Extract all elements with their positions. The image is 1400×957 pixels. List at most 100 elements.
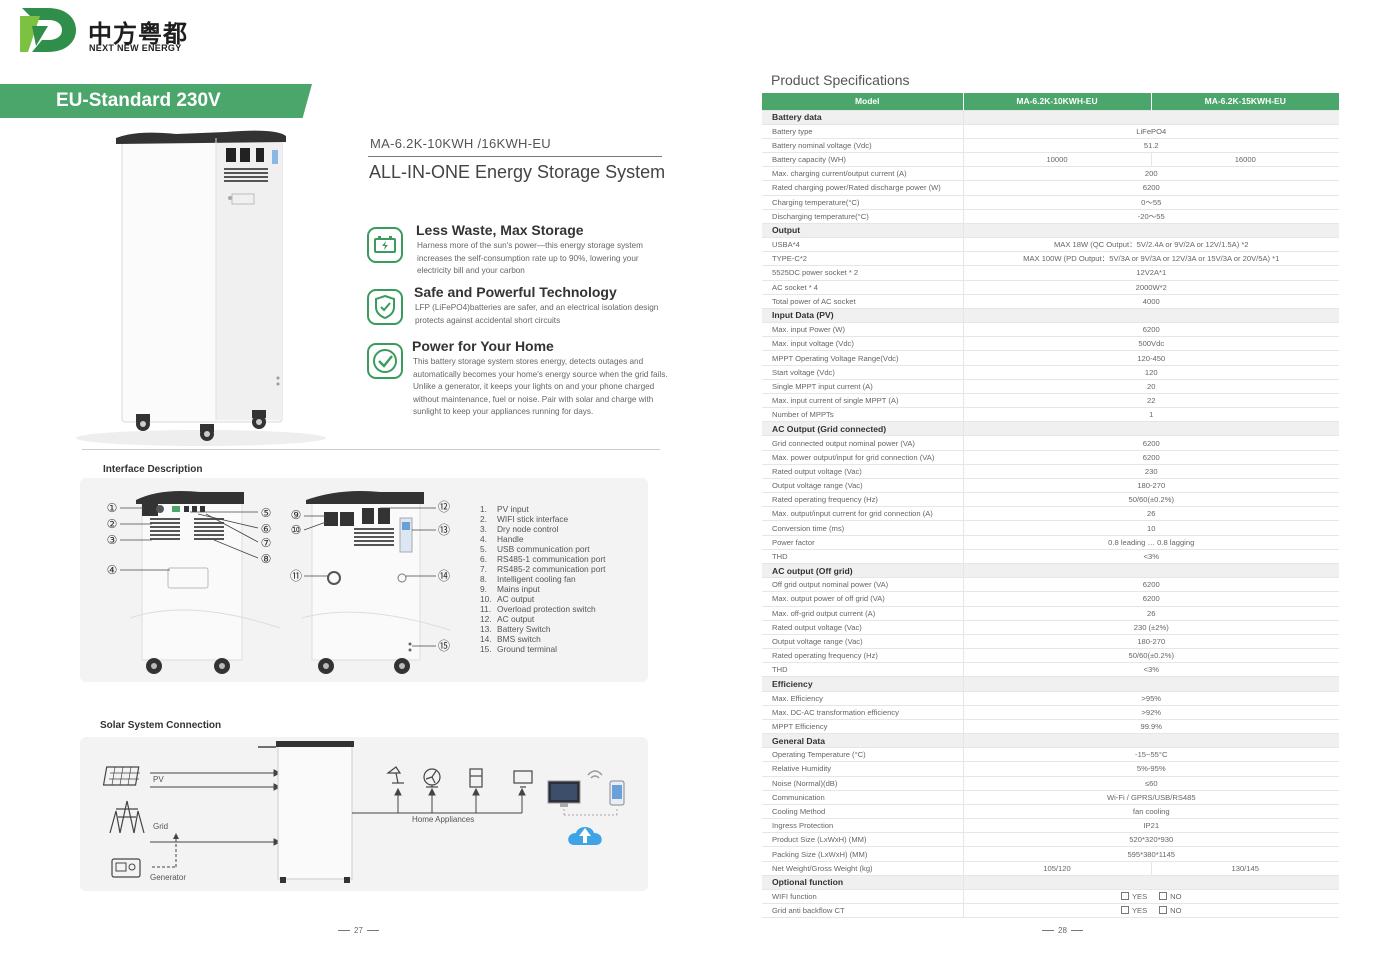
spec-option-cell: YES NO xyxy=(962,889,1339,905)
spec-value: -20～55 xyxy=(962,209,1339,224)
spec-section-title: Optional function xyxy=(762,875,963,890)
marker-12: ⑫ xyxy=(438,500,450,514)
spec-label: Total power of AC socket xyxy=(762,294,963,309)
model-header: Model xyxy=(762,93,963,111)
spec-label: TYPE-C*2 xyxy=(762,251,963,267)
spec-label: Packing Size (LxWxH) (MM) xyxy=(762,846,963,862)
marker-1: ① xyxy=(107,501,118,515)
spec-value: 500Vdc xyxy=(962,336,1339,352)
spec-label: WIFI function xyxy=(762,889,963,905)
spec-label: Max. output/input current for grid conne… xyxy=(762,506,963,522)
spec-value: 12V2A*1 xyxy=(962,265,1339,281)
wifi-icon xyxy=(587,770,603,779)
no-checkbox[interactable] xyxy=(1159,892,1168,901)
marker-14: ⑭ xyxy=(438,569,450,583)
list-item: 15.Ground terminal xyxy=(480,644,558,654)
lamp-icon xyxy=(386,766,404,784)
feature-text: LFP (LiFePO4)batteries are safer, and an… xyxy=(415,303,659,325)
solar-panel-icon xyxy=(102,766,140,786)
product-title: ALL-IN-ONE Energy Storage System xyxy=(369,162,666,182)
spec-table: Model MA-6.2K-10KWH-EU MA-6.2K-15KWH-EU … xyxy=(762,93,1339,919)
list-item: 1.PV input xyxy=(480,504,529,514)
solar-title: Solar System Connection xyxy=(100,720,222,731)
yes-label: YES xyxy=(1131,892,1148,902)
spec-value: 6200 xyxy=(962,435,1339,451)
spec-section-row: Optional function xyxy=(762,875,1339,890)
spec-section-spacer xyxy=(962,110,1339,125)
list-item: 7.RS485-2 communication port xyxy=(480,564,606,574)
spec-label: Grid anti backflow CT xyxy=(762,903,963,919)
spec-value: 5%-95% xyxy=(962,761,1339,777)
no-checkbox[interactable] xyxy=(1159,906,1168,915)
tv-icon xyxy=(513,770,533,788)
feature-text: This battery storage system stores energ… xyxy=(413,357,668,416)
spec-section-spacer xyxy=(962,875,1339,890)
list-item: 4.Handle xyxy=(480,534,524,544)
spec-row: Conversion time (ms)10 xyxy=(762,520,1339,536)
yes-option[interactable]: YES xyxy=(1120,892,1148,902)
spec-label: Max. off-grid output current (A) xyxy=(762,606,963,621)
spec-row: Product Size (LxWxH) (MM)520*320*930 xyxy=(762,832,1339,848)
spec-value: <3% xyxy=(962,549,1339,565)
marker-3: ③ xyxy=(107,533,118,547)
spec-row: Max. input voltage (Vdc)500Vdc xyxy=(762,336,1339,352)
spec-value: 120 xyxy=(962,365,1339,380)
spec-row: MPPT Operating Voltage Range(Vdc)120-450 xyxy=(762,350,1339,366)
spec-label: Rated charging power/Rated discharge pow… xyxy=(762,180,963,196)
spec-row: Max. power output/input for grid connect… xyxy=(762,450,1339,465)
no-option[interactable]: NO xyxy=(1159,892,1182,901)
spec-label: Output voltage range (Vac) xyxy=(762,634,963,650)
spec-label: Rated output voltage (Vac) xyxy=(762,464,963,479)
spec-value: fan cooling xyxy=(962,804,1339,820)
spec-section-title: Output xyxy=(762,223,963,239)
spec-label: Grid connected output nominal power (VA) xyxy=(762,435,963,451)
spec-value: >95% xyxy=(962,691,1339,706)
spec-row: THD<3% xyxy=(762,549,1339,565)
feature-title: Power for Your Home xyxy=(412,338,554,354)
marker-8: ⑧ xyxy=(261,552,272,566)
spec-label: MPPT Efficiency xyxy=(762,719,963,735)
spec-row: Rated operating frequency (Hz)50/60(±0.2… xyxy=(762,648,1339,664)
list-item: 8.Intelligent cooling fan xyxy=(480,574,576,584)
yes-checkbox[interactable] xyxy=(1120,892,1129,901)
spec-row: Grid anti backflow CT YES NO xyxy=(762,903,1339,919)
spec-label: 5525DC power socket * 2 xyxy=(762,265,963,281)
spec-value: -15~55°C xyxy=(962,747,1339,763)
fan-icon xyxy=(423,768,441,788)
page-number-left: 27 xyxy=(334,926,383,935)
marker-2: ② xyxy=(107,517,118,531)
spec-row: Start voltage (Vdc)120 xyxy=(762,365,1339,380)
spec-label: Max. Efficiency xyxy=(762,691,963,706)
yes-option[interactable]: YES xyxy=(1120,906,1147,915)
spec-row: Max. charging current/output current (A)… xyxy=(762,166,1339,182)
marker-5: ⑤ xyxy=(261,506,272,520)
no-option[interactable]: NO xyxy=(1159,906,1182,916)
model-col-1: MA-6.2K-10KWH-EU xyxy=(962,93,1151,111)
product-model: MA-6.2K-10KWH /16KWH-EU xyxy=(370,136,551,151)
spec-label: Max. input current of single MPPT (A) xyxy=(762,393,963,409)
spec-label: Single MPPT input current (A) xyxy=(762,379,963,394)
spec-value-10kwh: 105/120 xyxy=(962,861,1151,876)
marker-13: ⑬ xyxy=(438,523,450,537)
spec-label: MPPT Operating Voltage Range(Vdc) xyxy=(762,350,963,366)
banner-text: EU-Standard 230V xyxy=(56,90,221,111)
solar-diagram xyxy=(102,741,625,883)
spec-value: 180-270 xyxy=(962,634,1339,650)
fridge-icon xyxy=(469,768,483,788)
battery-charge-icon xyxy=(367,227,403,263)
interface-title: Interface Description xyxy=(103,464,203,475)
monitor-icon xyxy=(547,780,581,807)
spec-value: 20 xyxy=(962,379,1339,394)
section-divider xyxy=(82,449,660,450)
spec-label: THD xyxy=(762,549,963,565)
spec-value: 6200 xyxy=(962,577,1339,593)
marker-10: ⑩ xyxy=(291,523,302,537)
marker-11: ⑪ xyxy=(290,569,302,583)
spec-value: 26 xyxy=(962,506,1339,522)
spec-value: Wi-Fi / GPRS/USB/RS485 xyxy=(962,790,1339,805)
yes-checkbox[interactable] xyxy=(1120,906,1129,915)
spec-label: Power factor xyxy=(762,535,963,550)
no-label: NO xyxy=(1170,906,1182,916)
